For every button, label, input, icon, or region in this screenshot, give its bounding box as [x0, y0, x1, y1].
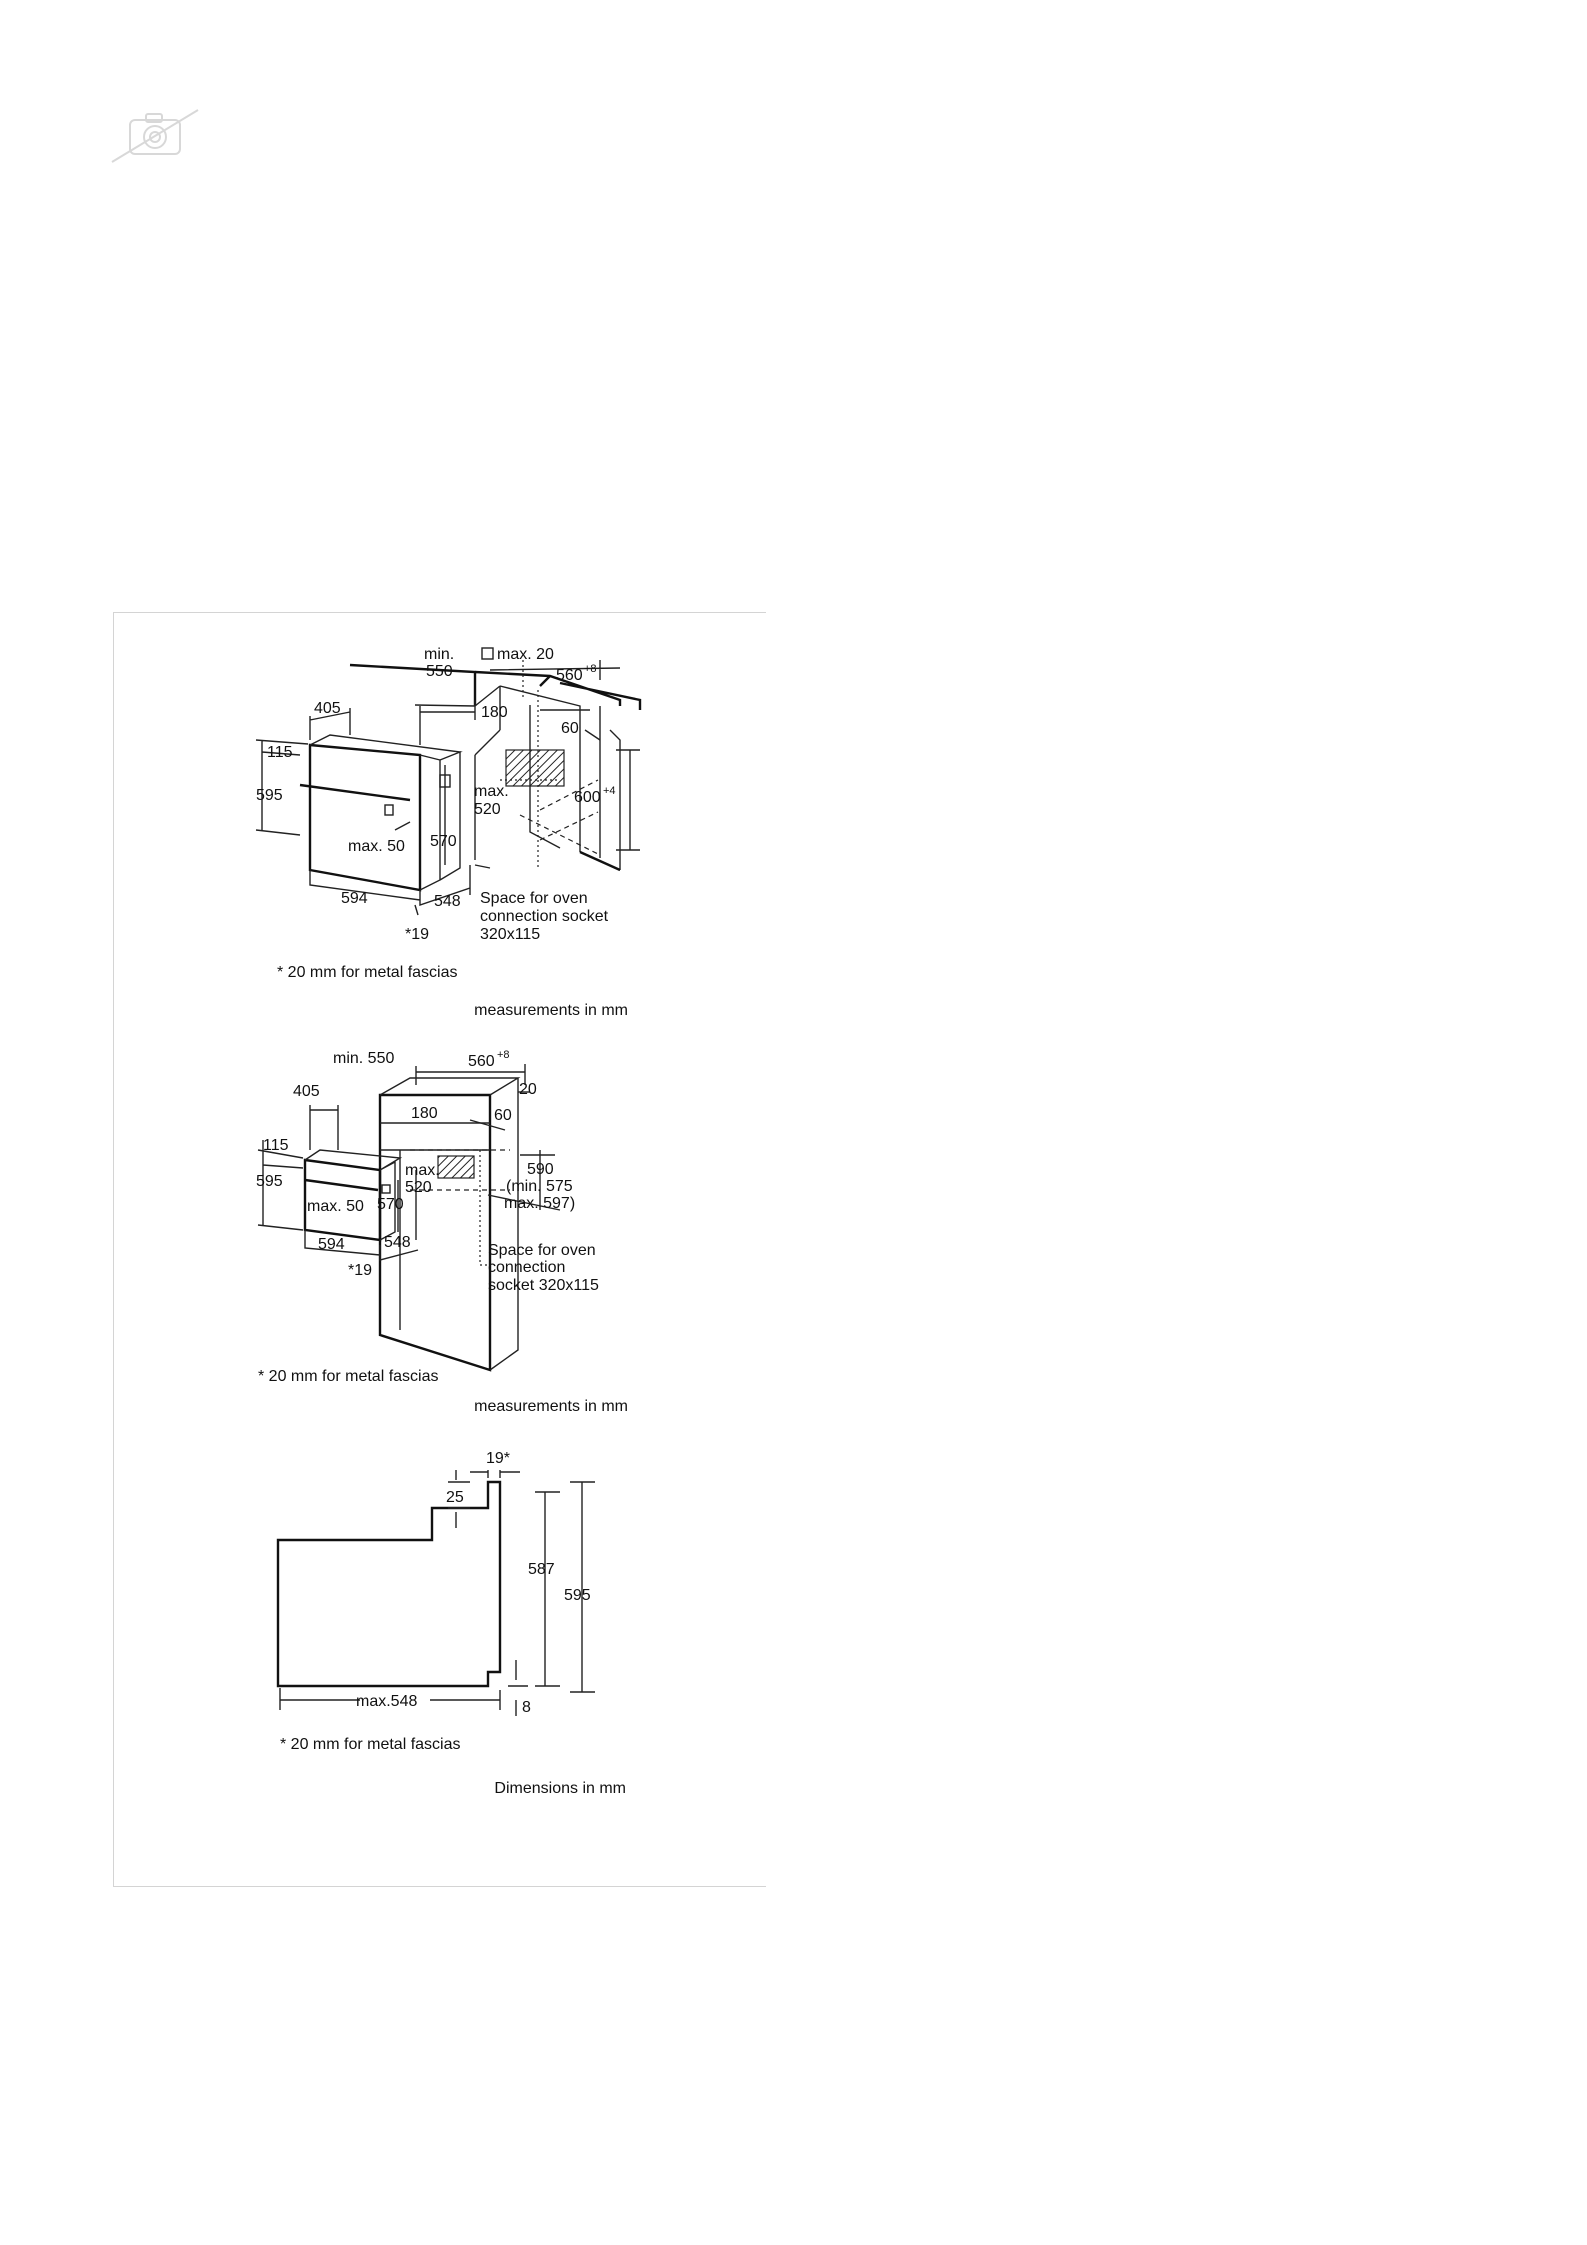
- diagram-tall-housing: min. 550 560 +8 20 405 180 60 115 590 (m…: [256, 1049, 628, 1415]
- label-520: 520: [405, 1179, 432, 1196]
- label-max: max.: [405, 1162, 440, 1179]
- label-max597: max. 597): [504, 1195, 575, 1212]
- label-60: 60: [561, 720, 579, 737]
- label-520: 520: [474, 801, 501, 818]
- label-socket-line3: socket 320x115: [488, 1277, 599, 1294]
- label-socket-line2: connection: [488, 1259, 565, 1276]
- diagram2-footnote: * 20 mm for metal fascias: [258, 1368, 439, 1385]
- label-min550: min. 550: [333, 1050, 394, 1067]
- diagram3-footnote: * 20 mm for metal fascias: [280, 1736, 461, 1753]
- label-600-sup: +4: [603, 785, 616, 797]
- label-548: 548: [384, 1234, 411, 1251]
- installation-drawings-panel: [113, 612, 766, 1887]
- label-595: 595: [564, 1587, 591, 1604]
- label-socket-line2: connection socket: [480, 908, 609, 925]
- dimension-lines-3: [279, 1470, 595, 1716]
- label-min575: (min. 575: [506, 1178, 573, 1195]
- label-550: 550: [426, 663, 453, 680]
- square-symbol: [481, 647, 494, 660]
- label-115: 115: [263, 1137, 289, 1154]
- label-560: 560: [468, 1053, 495, 1070]
- label-405: 405: [314, 700, 341, 717]
- diagram-side-view: 19* 25 587 595 max.548 8 * 20 mm for met…: [276, 1450, 626, 1797]
- oven-side-profile: [276, 1480, 502, 1688]
- label-socket-line1: Space for oven: [480, 890, 588, 907]
- diagram3-units: Dimensions in mm: [494, 1780, 626, 1797]
- label-max50: max. 50: [348, 838, 405, 855]
- label-595: 595: [256, 1173, 283, 1190]
- oven-unit: [299, 734, 463, 892]
- oven-unit-2: [303, 1149, 403, 1242]
- label-595: 595: [256, 787, 283, 804]
- label-594: 594: [341, 890, 368, 907]
- label-570: 570: [430, 833, 457, 850]
- label-socket-line3: 320x115: [480, 926, 540, 943]
- label-405: 405: [293, 1083, 320, 1100]
- label-590: 590: [527, 1161, 554, 1178]
- label-594: 594: [318, 1236, 345, 1253]
- label-600: 600: [574, 789, 601, 806]
- diagram-under-counter: min. 550 max. 20 560 +8 405 180 60 115 5…: [255, 646, 642, 1019]
- label-587: 587: [528, 1561, 555, 1578]
- label-115: 115: [267, 744, 293, 761]
- label-25: 25: [446, 1489, 464, 1506]
- no-image-camera-icon: [111, 109, 199, 163]
- label-19: *19: [348, 1262, 372, 1279]
- label-20: 20: [519, 1081, 537, 1098]
- label-548: 548: [434, 893, 461, 910]
- label-19: 19*: [486, 1450, 510, 1467]
- label-180: 180: [481, 704, 508, 721]
- diagram1-labels: min. 550 max. 20 560 +8 405 180 60 115 5…: [256, 646, 616, 943]
- cabinet-niche: [474, 685, 621, 872]
- label-max548: max.548: [356, 1693, 417, 1710]
- label-max20: max. 20: [497, 646, 554, 663]
- diagram3-labels: 19* 25 587 595 max.548 8: [356, 1450, 591, 1716]
- label-socket-line1: Space for oven: [488, 1242, 596, 1259]
- label-560-sup: +8: [497, 1049, 510, 1061]
- worktop: [349, 663, 642, 710]
- diagram2-units: measurements in mm: [474, 1398, 628, 1415]
- diagram1-units: measurements in mm: [474, 1002, 628, 1019]
- socket-area-2: [437, 1155, 475, 1179]
- label-19: *19: [405, 926, 429, 943]
- dimension-lines: [255, 660, 640, 916]
- diagram2-labels: min. 550 560 +8 20 405 180 60 115 590 (m…: [256, 1049, 599, 1294]
- label-570: 570: [377, 1196, 404, 1213]
- label-560: 560: [556, 667, 583, 684]
- label-max50: max. 50: [307, 1198, 364, 1215]
- label-8: 8: [522, 1699, 531, 1716]
- diagram1-footnote: * 20 mm for metal fascias: [277, 964, 458, 981]
- label-max: max.: [474, 783, 509, 800]
- label-60: 60: [494, 1107, 512, 1124]
- dimension-lines-2: [257, 1064, 561, 1261]
- label-min: min.: [424, 646, 454, 663]
- label-180: 180: [411, 1105, 438, 1122]
- label-560-sup: +8: [584, 663, 597, 675]
